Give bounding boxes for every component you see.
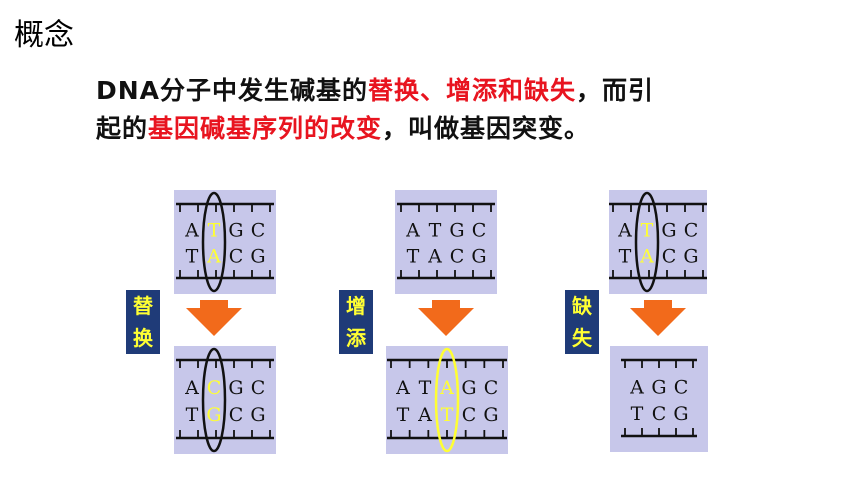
mutation-ellipse (434, 347, 460, 453)
line1-part-2-highlight: 替换、增添和缺失 (368, 76, 577, 105)
bottom-base: T (631, 403, 644, 425)
arrow-shape (418, 300, 474, 336)
bottom-base: G (673, 403, 688, 425)
bottom-base: A (427, 246, 442, 268)
insertion-label: 增 添 (339, 290, 373, 354)
bottom-base: C (652, 403, 667, 425)
bottom-base: A (639, 246, 654, 268)
top-base: A (439, 377, 454, 399)
top-base: A (405, 220, 420, 242)
bottom-base: G (250, 404, 265, 426)
bottom-base: C (450, 246, 465, 268)
top-base: G (651, 376, 666, 398)
definition-paragraph: DNA分子中发生碱基的替换、增添和缺失，而引 起的基因碱基序列的改变，叫做基因突… (96, 72, 796, 148)
bottom-base: G (471, 246, 486, 268)
definition-line-2: 起的基因碱基序列的改变，叫做基因突变。 (96, 110, 796, 148)
top-base: C (251, 220, 266, 242)
top-base: A (395, 377, 410, 399)
bottom-base: T (186, 404, 199, 426)
substitution-arrow-icon (186, 300, 242, 336)
line1-part-1: DNA分子中发生碱基的 (96, 76, 369, 105)
top-base: T (641, 220, 654, 242)
top-base: C (674, 376, 689, 398)
bottom-base: T (397, 404, 410, 426)
top-base: A (629, 376, 644, 398)
bottom-base: C (229, 404, 244, 426)
deletion-label: 缺 失 (565, 290, 599, 354)
arrow-shape (186, 300, 242, 336)
bottom-base: C (662, 246, 677, 268)
line2-part-2-highlight: 基因碱基序列的改变 (148, 114, 383, 143)
line2-part-1: 起的 (96, 114, 149, 143)
bottom-base: T (619, 246, 632, 268)
top-base: G (449, 220, 464, 242)
bottom-base: C (462, 404, 477, 426)
mutation-ellipse (634, 191, 660, 293)
insertion-label-char-1: 增 (346, 294, 366, 318)
insertion-label-char-2: 添 (346, 326, 366, 350)
substitution-label-char-1: 替 (133, 294, 153, 318)
line1-part-3: ，而引 (576, 76, 655, 105)
top-base: A (184, 220, 199, 242)
top-base: G (661, 220, 676, 242)
page-title: 概念 (14, 18, 74, 53)
bottom-base: A (417, 404, 432, 426)
deletion-arrow-icon (630, 300, 686, 336)
bottom-base: G (683, 246, 698, 268)
deletion-label-char-2: 失 (572, 326, 592, 350)
top-base: C (472, 220, 487, 242)
bottom-base: T (407, 246, 420, 268)
bottom-base: C (229, 246, 244, 268)
top-base: T (429, 220, 442, 242)
top-base: A (184, 377, 199, 399)
mutation-ellipse (201, 191, 227, 293)
bottom-base: G (250, 246, 265, 268)
bottom-base: T (441, 404, 454, 426)
definition-line-1: DNA分子中发生碱基的替换、增添和缺失，而引 (96, 72, 796, 110)
line2-part-3: ，叫做基因突变。 (382, 114, 591, 143)
top-base: C (484, 377, 499, 399)
arrow-shape (630, 300, 686, 336)
top-base: A (617, 220, 632, 242)
deletion-label-char-1: 缺 (572, 294, 592, 318)
top-base: G (228, 220, 243, 242)
top-base: G (228, 377, 243, 399)
top-base: T (419, 377, 432, 399)
top-base: C (684, 220, 699, 242)
bottom-base: T (186, 246, 199, 268)
bottom-base: G (483, 404, 498, 426)
substitution-label: 替 换 (126, 290, 160, 354)
top-base: C (251, 377, 266, 399)
bottom-base: A (206, 246, 221, 268)
bottom-base: G (206, 404, 221, 426)
top-base: G (461, 377, 476, 399)
top-base: T (208, 220, 221, 242)
mutation-ellipse (201, 347, 227, 453)
top-base: C (207, 377, 222, 399)
substitution-label-char-2: 换 (133, 326, 153, 350)
insertion-arrow-icon (418, 300, 474, 336)
